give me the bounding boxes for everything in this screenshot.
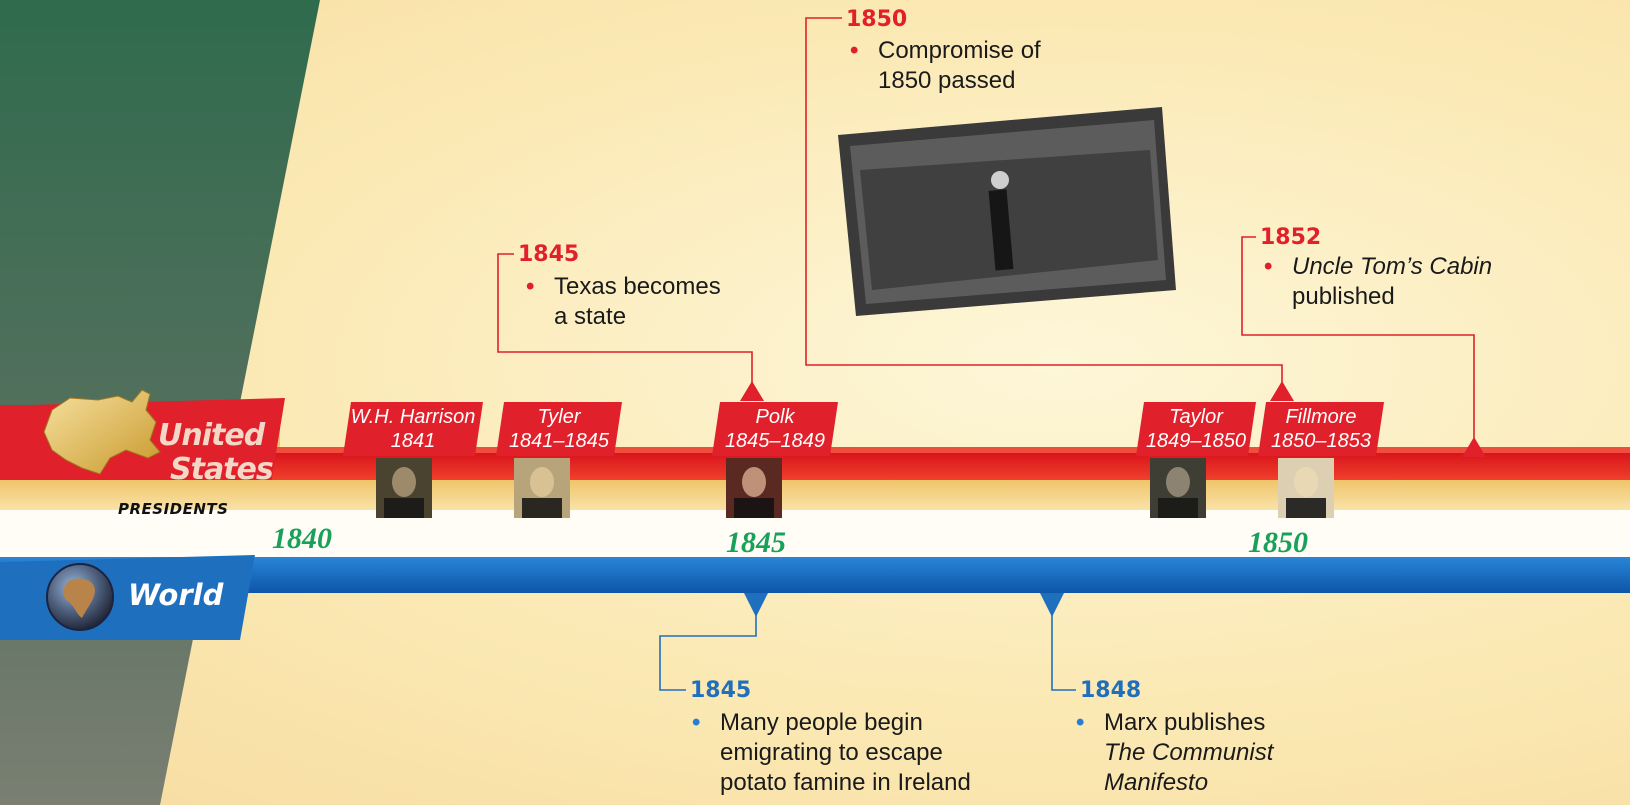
- president-term: 1845–1849: [724, 430, 826, 452]
- world-band-label: World: [128, 578, 224, 612]
- event-line: Uncle Tom’s Cabin: [1292, 253, 1493, 280]
- president-tag-harrison: W.H. Harrison 1841: [343, 402, 483, 456]
- president-name: W.H. Harrison: [350, 406, 476, 428]
- bullet-icon: •: [850, 37, 859, 64]
- us-event-year: 1845: [518, 242, 580, 267]
- event-line: Manifesto: [1104, 769, 1209, 796]
- event-line: Marx publishes: [1104, 709, 1266, 736]
- event-line: 1850 passed: [878, 67, 1016, 94]
- us-map-icon: [43, 389, 161, 475]
- world-event-text: • Marx publishes The Communist Manifesto: [1076, 708, 1364, 798]
- decade-label: 1850: [1248, 526, 1308, 559]
- bullet-icon: •: [692, 709, 701, 736]
- bullet-icon: •: [1076, 709, 1085, 736]
- us-event-text: • Compromise of 1850 passed: [850, 36, 1108, 96]
- president-tag-taylor: Taylor 1849–1850: [1136, 402, 1256, 456]
- event-line: The Communist: [1104, 739, 1274, 766]
- us-event-text: • Uncle Tom’s Cabin published: [1264, 252, 1552, 312]
- president-term: 1850–1853: [1270, 430, 1372, 452]
- bullet-icon: •: [526, 273, 535, 300]
- portrait-harrison: [376, 458, 432, 518]
- compromise-1850-engraving: [838, 107, 1176, 316]
- us-event-text: • Texas becomes a state: [526, 272, 784, 332]
- bullet-icon: •: [1264, 253, 1273, 280]
- event-line: potato famine in Ireland: [720, 769, 971, 796]
- portrait-polk: [726, 458, 782, 518]
- decade-label: 1845: [726, 526, 786, 559]
- us-band-label-united: United: [158, 418, 265, 453]
- president-tag-tyler: Tyler 1841–1845: [496, 402, 622, 456]
- decade-label: 1840: [272, 522, 332, 555]
- presidents-label: PRESIDENTS: [118, 500, 229, 518]
- world-event-year: 1848: [1080, 678, 1142, 703]
- event-line: emigrating to escape: [720, 739, 943, 766]
- president-name: Tyler: [537, 406, 581, 428]
- us-event-year: 1850: [846, 7, 908, 32]
- world-event-text: • Many people begin emigrating to escape…: [692, 708, 1010, 798]
- event-line: published: [1292, 283, 1395, 310]
- event-line: Many people begin: [720, 709, 923, 736]
- portrait-fillmore: [1278, 458, 1334, 518]
- portrait-taylor: [1150, 458, 1206, 518]
- event-line: Compromise of: [878, 37, 1041, 64]
- world-event-year: 1845: [690, 678, 752, 703]
- event-line: a state: [554, 303, 627, 330]
- president-term: 1849–1850: [1145, 430, 1247, 452]
- us-event-year: 1852: [1260, 225, 1322, 250]
- president-tag-polk: Polk 1845–1849: [712, 402, 838, 456]
- event-line: Texas becomes: [554, 273, 721, 300]
- president-name: Taylor: [1169, 406, 1223, 428]
- president-name: Fillmore: [1285, 406, 1357, 428]
- globe-icon: [46, 563, 114, 631]
- president-tag-fillmore: Fillmore 1850–1853: [1258, 402, 1384, 456]
- us-band-label-states: States: [170, 452, 274, 487]
- president-term: 1841–1845: [508, 430, 610, 452]
- portrait-tyler: [514, 458, 570, 518]
- president-term: 1841: [390, 430, 436, 452]
- president-name: Polk: [755, 406, 795, 428]
